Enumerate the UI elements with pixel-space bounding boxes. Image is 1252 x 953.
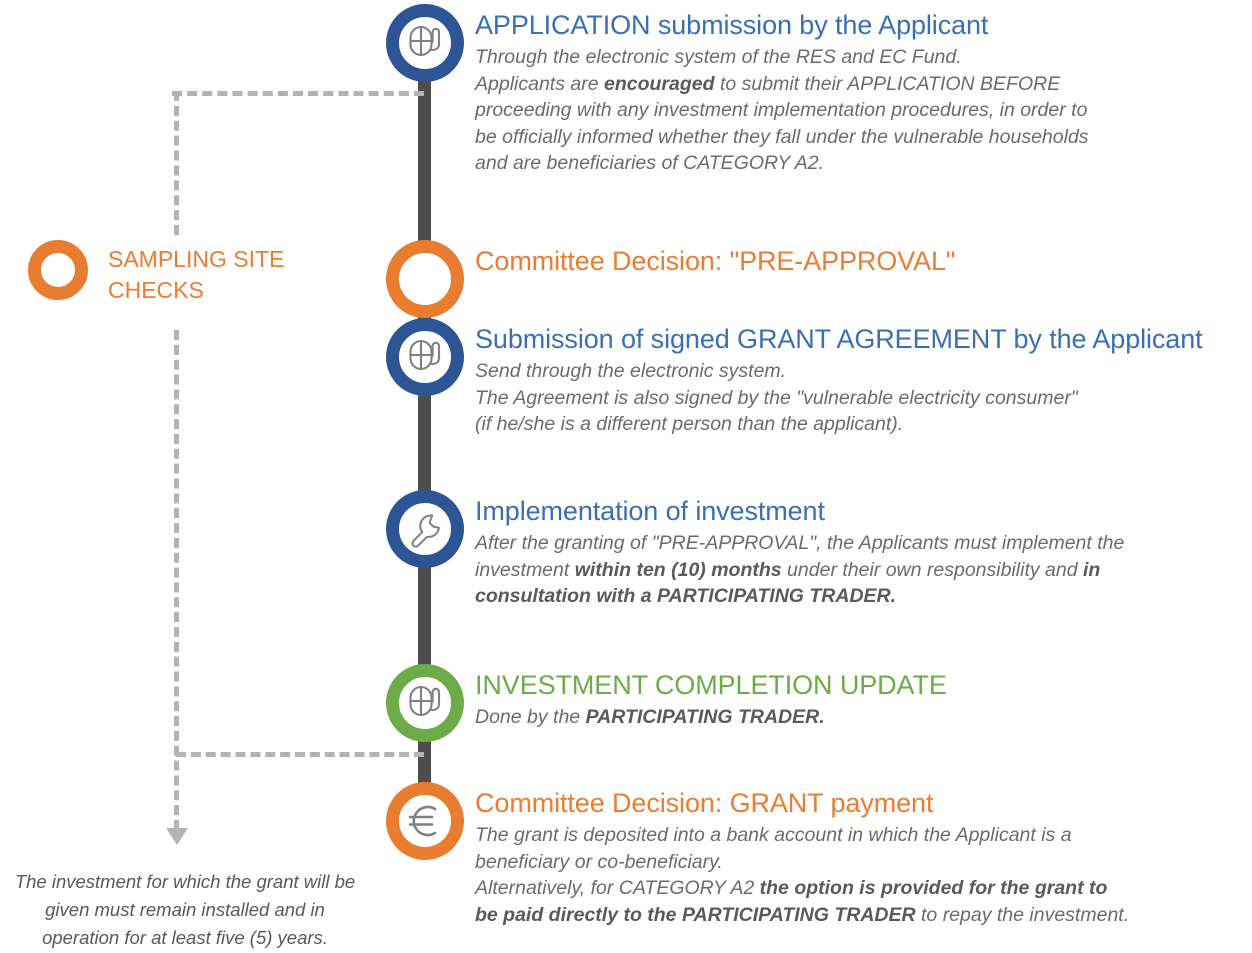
sampling-site-checks-note: SAMPLING SITE CHECKS (28, 240, 284, 306)
dashed-line-left-upper (174, 91, 179, 235)
step-description-line: and are beneficiaries of CATEGORY A2. (475, 152, 825, 174)
step-pre-approval-decision[interactable]: Committee Decision: "PRE-APPROVAL" (386, 240, 956, 318)
step-title-implementation-of-investment: Implementation of investment (475, 496, 825, 526)
step-description-line: Done by the PARTICIPATING TRADER. (475, 706, 825, 728)
step-description-line: The Agreement is also signed by the "vul… (475, 386, 1078, 409)
step-description-line: Applicants are encouraged to submit thei… (475, 72, 1061, 95)
sampling-label-line2: CHECKS (108, 277, 204, 303)
step-node-application-submission[interactable] (386, 4, 464, 82)
step-description-application-submission: Through the electronic system of the RES… (475, 44, 1089, 177)
step-title-application-submission: APPLICATION submission by the Applicant (475, 10, 989, 40)
step-description-line: The grant is deposited into a bank accou… (475, 824, 1072, 846)
step-description-line: investment within ten (10) months under … (475, 558, 1101, 581)
dashed-line-left-lower (174, 330, 179, 830)
sampling-site-checks-label: SAMPLING SITE CHECKS (108, 240, 284, 306)
step-node-investment-completion-update[interactable] (386, 664, 464, 742)
step-node-grant-payment-decision[interactable] (386, 782, 464, 860)
step-node-pre-approval-decision[interactable] (386, 240, 464, 318)
dashed-line-top-horizontal (172, 91, 424, 96)
dashed-line-bottom-horizontal (176, 752, 424, 757)
step-title-grant-agreement-submission: Submission of signed GRANT AGREEMENT by … (475, 324, 1203, 354)
step-grant-agreement-submission[interactable]: Submission of signed GRANT AGREEMENT by … (386, 318, 1203, 438)
step-description-grant-payment-decision: The grant is deposited into a bank accou… (475, 822, 1129, 928)
step-description-line: Alternatively, for CATEGORY A2 the optio… (475, 877, 1108, 899)
step-description-line: consultation with a PARTICIPATING TRADER… (475, 585, 897, 607)
ring-icon (28, 240, 88, 300)
mouse-icon (402, 334, 448, 380)
dashed-arrowhead-icon (166, 828, 188, 845)
step-description-line: beneficiary or co-beneficiary. (475, 850, 723, 873)
euro-icon (400, 796, 450, 846)
step-description-line: be paid directly to the PARTICIPATING TR… (475, 903, 1130, 926)
footnote-line3: operation for at least five (5) years. (42, 927, 328, 948)
step-body-pre-approval-decision: Committee Decision: "PRE-APPROVAL" (475, 240, 956, 277)
sampling-label-line1: SAMPLING SITE (108, 246, 285, 272)
footnote-note: The investment for which the grant will … (10, 868, 360, 952)
spine-segment-3 (418, 388, 431, 500)
step-title-investment-completion-update: INVESTMENT COMPLETION UPDATE (475, 670, 947, 700)
footnote-line1: The investment for which the grant will … (14, 871, 356, 892)
step-description-line: After the granting of "PRE-APPROVAL", th… (475, 532, 1125, 554)
step-description-line: Through the electronic system of the RES… (475, 46, 962, 68)
step-description-investment-completion-update: Done by the PARTICIPATING TRADER. (475, 704, 947, 731)
spine-segment-5 (418, 730, 431, 786)
step-description-line: (if he/she is a different person than th… (475, 413, 904, 435)
step-description-line: proceeding with any investment implement… (475, 99, 1088, 121)
mouse-icon (402, 20, 448, 66)
step-title-grant-payment-decision: Committee Decision: GRANT payment (475, 788, 934, 818)
step-description-grant-agreement-submission: Send through the electronic system. The A… (475, 358, 1203, 438)
step-description-line: Send through the electronic system. (475, 360, 787, 382)
step-node-implementation-of-investment[interactable] (386, 490, 464, 568)
step-node-grant-agreement-submission[interactable] (386, 318, 464, 396)
step-body-grant-agreement-submission: Submission of signed GRANT AGREEMENT by … (475, 318, 1203, 438)
step-title-pre-approval-decision: Committee Decision: "PRE-APPROVAL" (475, 246, 956, 276)
spine-segment-1 (418, 72, 431, 248)
spine-segment-4 (418, 560, 431, 668)
step-description-implementation-of-investment: After the granting of "PRE-APPROVAL", th… (475, 530, 1124, 610)
step-body-investment-completion-update: INVESTMENT COMPLETION UPDATE Done by the … (475, 664, 947, 731)
footnote-line2: given must remain installed and in (45, 899, 325, 920)
step-investment-completion-update[interactable]: INVESTMENT COMPLETION UPDATE Done by the … (386, 664, 947, 742)
wrench-icon (402, 506, 448, 552)
step-description-line: be officially informed whether they fall… (475, 125, 1089, 148)
mouse-icon (402, 680, 448, 726)
